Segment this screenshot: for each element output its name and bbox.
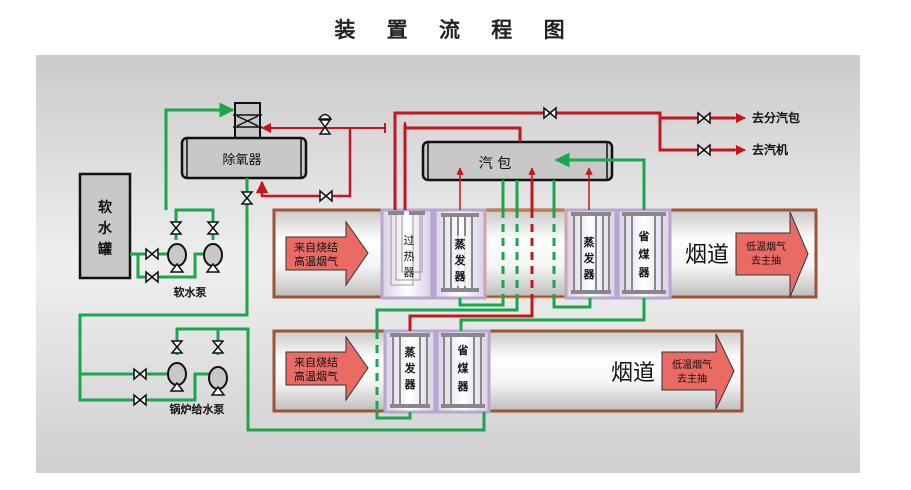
control-valve-icon[interactable]: [318, 119, 332, 135]
lower-economizer-label-1: 省: [457, 343, 469, 357]
economizer-label-2: 煤: [639, 247, 651, 261]
soft-water-pumps: 软水泵: [167, 243, 223, 299]
tank-label-2: 水: [98, 220, 113, 237]
deaerator-heating-valve-icon[interactable]: [319, 189, 333, 203]
feed-pump-inlet-valve-1-icon[interactable]: [133, 367, 147, 381]
connecting-section: [485, 209, 567, 299]
soft-water-tank: 软 水 罐: [78, 172, 132, 280]
outlet-to-sub-drum: 去分汽包: [752, 110, 800, 125]
lower-evaporator-label-2: 发: [404, 361, 417, 375]
soft-pump-1-icon[interactable]: [167, 243, 187, 273]
lower-evaporator-label-1: 蒸: [405, 345, 416, 359]
riser-arrows: [456, 167, 593, 210]
feed-pump-label: 锅炉给水泵: [170, 402, 225, 416]
deaerator-vessel: 除氧器: [180, 136, 308, 180]
feed-pump-2-outlet-valve-icon[interactable]: [211, 340, 225, 354]
main-steam-valve-icon[interactable]: [543, 106, 557, 120]
upper-outlet-label-line1: 低温烟气: [746, 240, 786, 253]
upper-superheater-module: 过 热 器: [380, 208, 434, 300]
soft-pump-inlet-valve-2-icon[interactable]: [145, 270, 159, 284]
lower-inlet-label-line2: 高温烟气: [294, 369, 338, 383]
deaerator-label: 除氧器: [222, 153, 261, 168]
lower-evaporator-label-3: 器: [404, 378, 417, 391]
feed-pump-inlet-valve-2-icon[interactable]: [133, 393, 147, 407]
lower-inlet-arrow: 来自烧结 高温烟气: [285, 335, 369, 402]
tank-label-3: 罐: [97, 241, 112, 258]
lower-outlet-arrow: 低温烟气 去主抽: [661, 333, 735, 410]
upper-outlet-arrow: 低温烟气 去主抽: [735, 211, 809, 298]
outlet-to-turbine: 去汽机: [752, 142, 788, 157]
upper-inlet-arrow: 来自烧结 高温烟气: [285, 220, 369, 287]
lower-economizer-label-2: 煤: [458, 361, 470, 375]
soft-pump-label: 软水泵: [174, 285, 207, 299]
tank-label-1: 软: [98, 199, 113, 216]
deaerator-head: [233, 102, 262, 140]
superheater-label-2: 热: [404, 250, 415, 263]
upper-inlet-label-line1: 来自烧结: [294, 241, 338, 254]
soft-pump-1-outlet-valve-icon[interactable]: [169, 221, 183, 235]
sub-drum-valve-icon[interactable]: [697, 111, 711, 125]
valve-actuator-icon: [317, 113, 333, 120]
evaporator1-label-3: 器: [454, 270, 467, 283]
upper-evaporator-2-module: 蒸 发 器: [564, 208, 618, 300]
economizer-label-1: 省: [638, 229, 650, 243]
superheater-label-3: 器: [404, 266, 415, 279]
feed-pump-1-icon[interactable]: [167, 362, 187, 392]
upper-duct-label: 烟道: [685, 243, 729, 268]
lower-outlet-label-line2: 去主抽: [677, 372, 707, 385]
lower-economizer-label-3: 器: [457, 380, 470, 393]
soft-pump-2-icon[interactable]: [203, 243, 223, 273]
feed-pump-1-outlet-valve-icon[interactable]: [170, 340, 184, 354]
lower-evaporator-module: 蒸 发 器: [383, 329, 437, 414]
deaerator-outlet-valve-icon[interactable]: [240, 191, 254, 205]
water-pipes-dashed: [375, 210, 556, 411]
soft-pump-inlet-valve-1-icon[interactable]: [145, 247, 159, 261]
evaporator1-label-2: 发: [454, 253, 467, 267]
feed-pump-2-icon[interactable]: [208, 366, 228, 396]
upper-evaporator-1-module: 蒸 发 器: [433, 208, 487, 300]
economizer-label-3: 器: [638, 266, 651, 279]
lower-outlet-label-line1: 低温烟气: [672, 358, 712, 371]
turbine-valve-icon[interactable]: [697, 143, 711, 157]
upper-economizer-module: 省 煤 器: [616, 208, 672, 300]
boiler-feed-pumps: 锅炉给水泵: [167, 362, 228, 416]
evaporator1-label-1: 蒸: [455, 237, 466, 251]
drum-label: 汽 包: [479, 156, 511, 172]
superheater-label-1: 过: [404, 234, 415, 247]
soft-pump-2-outlet-valve-icon[interactable]: [206, 221, 220, 235]
steam-outlet-arrows: [712, 113, 746, 155]
valves: [133, 106, 711, 407]
upper-outlet-label-line2: 去主抽: [751, 254, 781, 267]
evaporator2-label-2: 发: [583, 251, 596, 265]
evaporator2-label-1: 蒸: [584, 235, 595, 249]
lower-economizer-module: 省 煤 器: [435, 329, 491, 414]
lower-duct-label: 烟道: [611, 361, 655, 386]
upper-inlet-label-line2: 高温烟气: [294, 254, 338, 268]
lower-inlet-label-line1: 来自烧结: [294, 356, 338, 369]
page-title: 装 置 流 程 图: [334, 18, 577, 42]
evaporator2-label-3: 器: [583, 268, 596, 281]
